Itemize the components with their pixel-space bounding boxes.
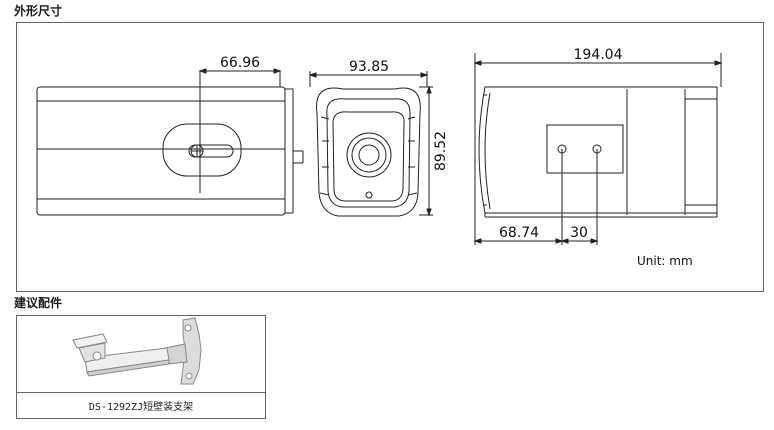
accessory-card: DS-1292ZJ短壁装支架 xyxy=(16,315,266,419)
dim-front-width-label: 93.85 xyxy=(349,59,389,75)
dimensions-heading: 外形尺寸 xyxy=(14,4,63,18)
accessory-divider xyxy=(17,392,265,393)
accessory-caption: DS-1292ZJ短壁装支架 xyxy=(88,402,194,413)
camera-front-view xyxy=(308,71,433,217)
dimensions-drawing-frame: 66.96 93.85 89.52 194.04 68.74 30 Unit: … xyxy=(16,22,764,292)
camera-side-view xyxy=(36,68,304,216)
dim-bottom-right-label: 30 xyxy=(570,225,588,241)
wall-bracket-image xyxy=(72,317,202,385)
camera-top-view xyxy=(473,53,723,245)
dim-top-length-label: 194.04 xyxy=(574,47,623,63)
dim-bottom-left-label: 68.74 xyxy=(499,225,539,241)
dim-front-height-label: 89.52 xyxy=(433,131,449,171)
unit-label: Unit: mm xyxy=(637,254,693,268)
dimensions-drawing: 66.96 93.85 89.52 194.04 68.74 30 Unit: … xyxy=(36,47,723,268)
dim-side-offset-label: 66.96 xyxy=(220,55,260,71)
accessories-heading: 建议配件 xyxy=(14,296,63,310)
